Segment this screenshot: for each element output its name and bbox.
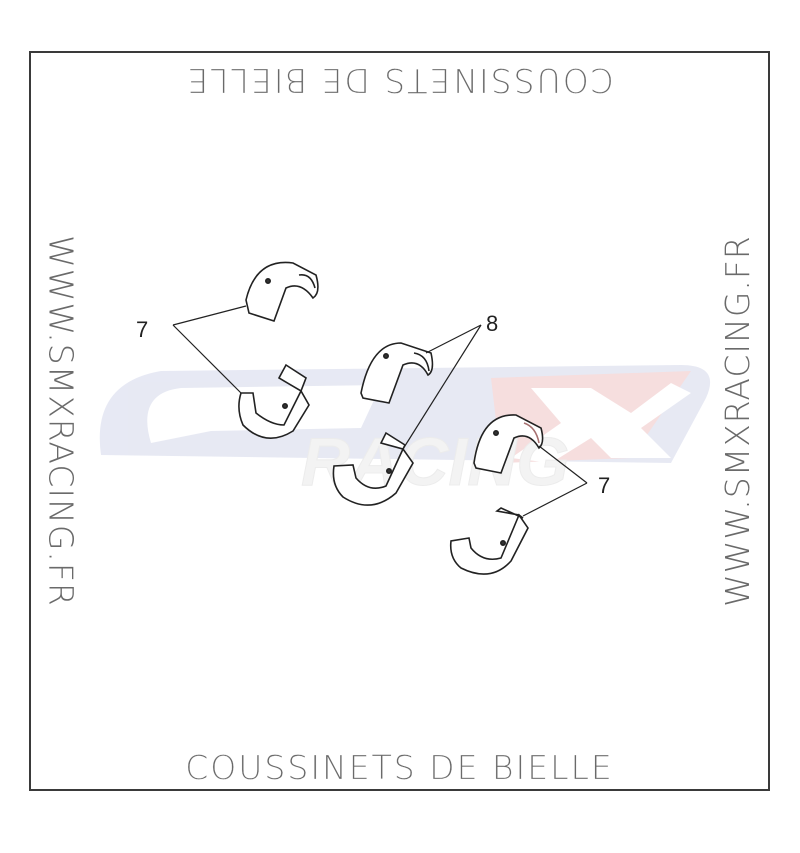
diagram-frame: COUSSINETS DE BIELLE WWW.SMXRACING.FR WW… [29, 51, 770, 791]
bearing-shell-left-lower [238, 363, 310, 439]
smx-racing-watermark-logo: RACING [99, 365, 711, 501]
callout-leader-7-left [172, 305, 247, 394]
bearing-shell-left-upper [245, 261, 319, 322]
callout-leader-7-right [522, 445, 588, 517]
bearing-shell-right-upper [473, 414, 544, 474]
callout-8: 8 [486, 311, 498, 336]
callout-leader-8 [402, 324, 482, 450]
bearing-shell-center-upper [360, 342, 434, 404]
parts-diagram: RACING 7 [99, 261, 711, 575]
title-bottom: COUSSINETS DE BIELLE [185, 748, 614, 787]
callout-7-right: 7 [598, 473, 610, 498]
callout-7-left: 7 [136, 317, 148, 342]
bearing-shell-right-lower [449, 507, 529, 575]
